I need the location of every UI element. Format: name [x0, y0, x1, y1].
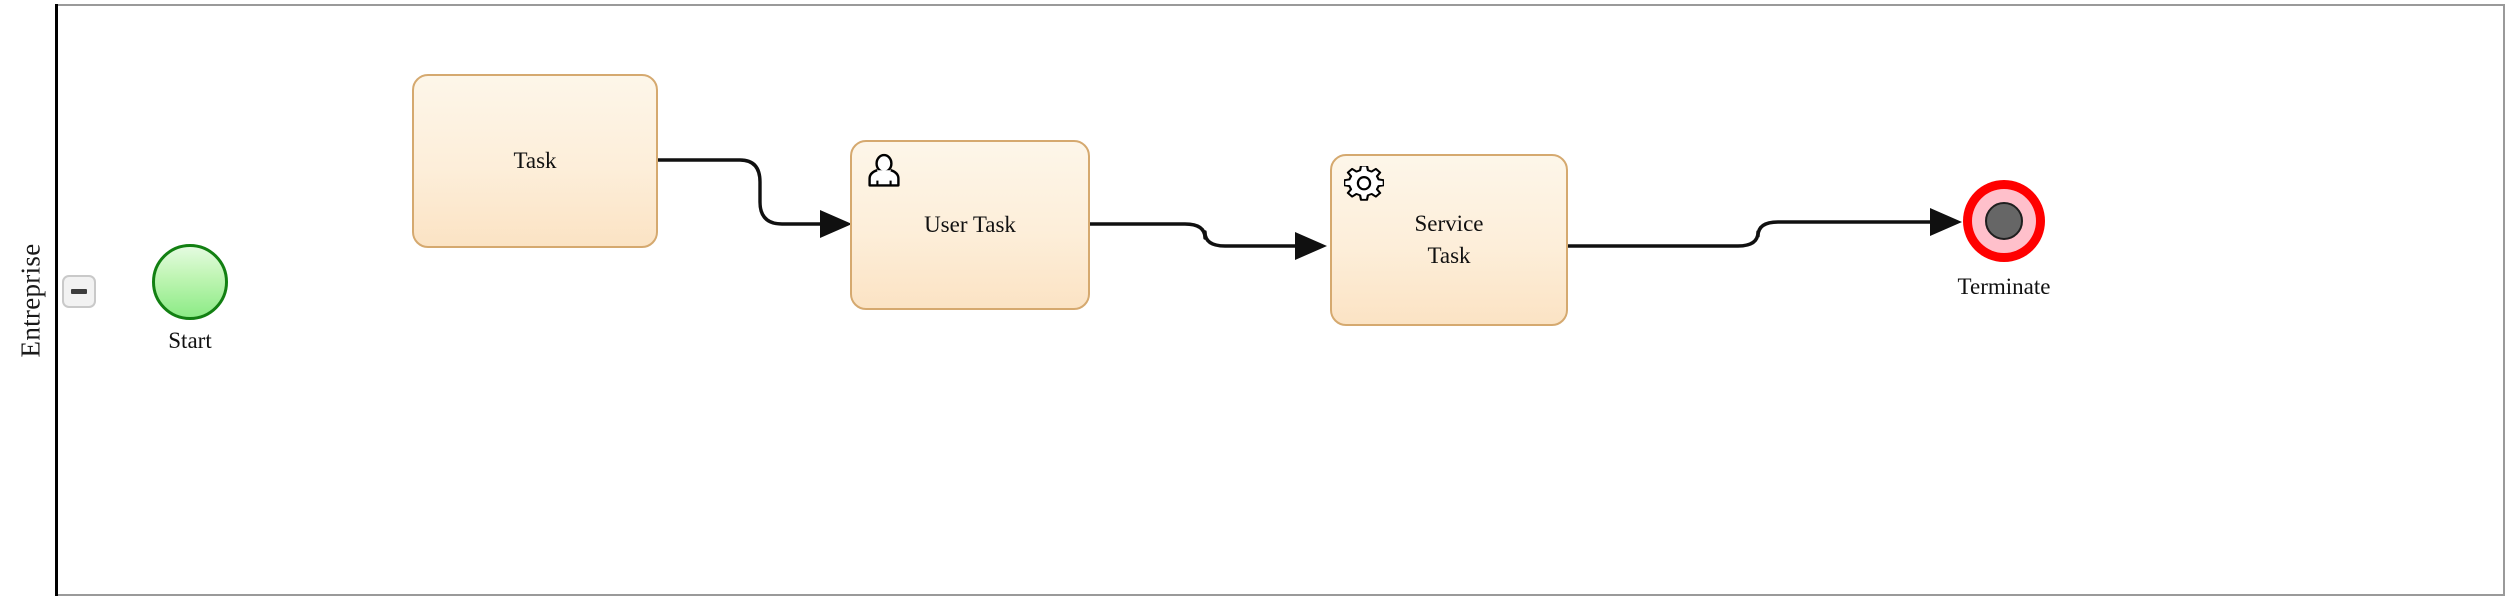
- lane-label: Entreprise: [15, 243, 46, 357]
- service-task-label-line2: Task: [1427, 243, 1471, 268]
- start-event[interactable]: [152, 244, 228, 320]
- task-activity-label: Task: [513, 148, 557, 174]
- collapse-lane-button[interactable]: [62, 275, 96, 308]
- gear-icon: [1344, 166, 1384, 206]
- terminate-end-event[interactable]: [1963, 180, 2045, 262]
- service-task-activity-label: Service Task: [1401, 208, 1498, 271]
- service-task-activity[interactable]: Service Task: [1330, 154, 1568, 326]
- lane-header[interactable]: Entreprise: [6, 4, 58, 596]
- minus-icon: [71, 289, 87, 294]
- task-activity[interactable]: Task: [412, 74, 658, 248]
- user-task-activity[interactable]: User Task: [850, 140, 1090, 310]
- terminate-end-event-label: Terminate: [1957, 274, 2051, 299]
- service-task-label-line1: Service: [1414, 211, 1484, 237]
- user-task-activity-label: User Task: [924, 212, 1016, 238]
- terminate-icon: [1985, 202, 2023, 240]
- user-icon: [864, 152, 904, 192]
- start-event-label: Start: [168, 328, 212, 353]
